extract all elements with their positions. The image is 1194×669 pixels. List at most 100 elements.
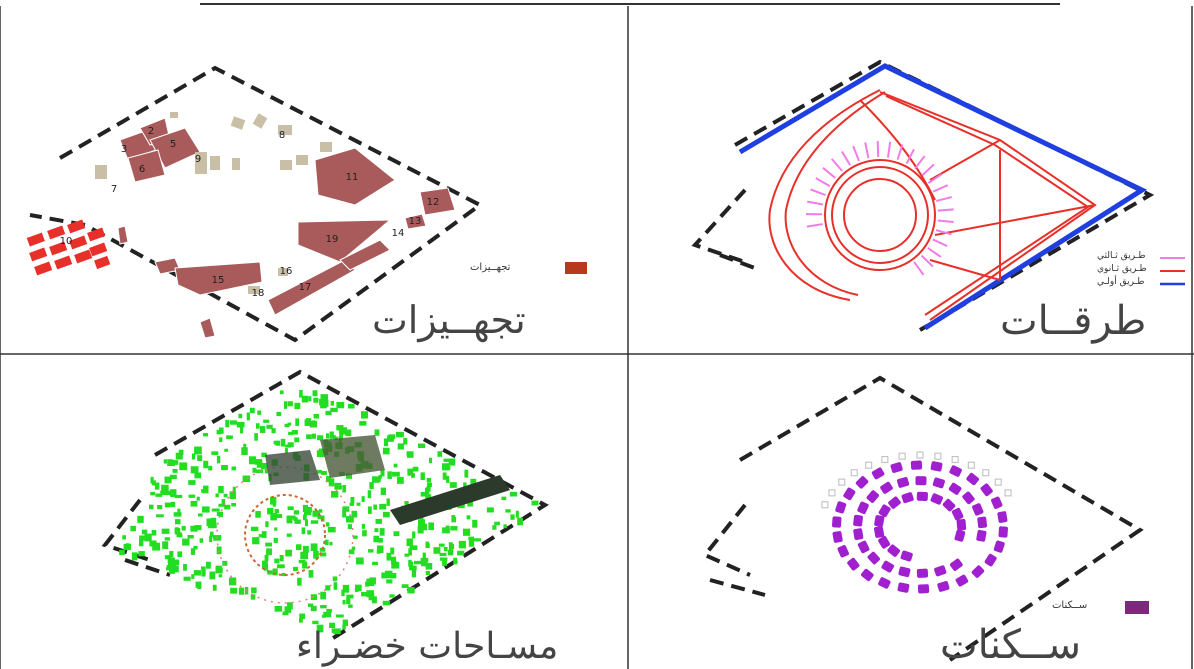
vegetation-patch [342,599,346,605]
vegetation-patch [319,398,324,406]
vegetation-patch [466,515,471,520]
vegetation-patch [447,549,454,556]
vegetation-patch [457,550,465,556]
vegetation-patch [417,526,424,534]
planned-housing-unit [916,451,924,459]
vegetation-patch [224,448,229,452]
vegetation-patch [177,508,181,514]
vegetation-patch [361,523,365,529]
building-number-5: 5 [170,139,176,150]
vegetation-patch [178,532,182,536]
vegetation-patch [378,474,382,479]
vegetation-patch [276,514,283,519]
facilities-small-structures [95,112,332,294]
vegetation-patch [412,531,416,539]
vegetation-patch [419,515,424,523]
housing-unit [949,465,962,477]
vegetation-patch [377,537,383,543]
vegetation-patch [449,482,457,488]
vegetation-patch [312,620,319,625]
vegetation-patch [265,521,269,528]
vegetation-patch [316,469,323,474]
housing-unit [835,501,847,514]
building-number-14: 14 [392,228,405,239]
vegetation-patch [301,527,306,535]
vegetation-patch [238,413,243,419]
building-number-16: 16 [280,266,293,277]
vegetation-patch [346,594,354,599]
vegetation-patch [312,390,318,397]
vegetation-patch [296,544,302,551]
vegetation-patch [137,515,144,523]
vegetation-patch [367,490,372,499]
planned-housing-unit [828,489,836,497]
vegetation-patch [342,619,349,626]
vegetation-patch [205,561,211,569]
vegetation-patch [211,508,220,512]
housing-outline-units [821,451,1012,509]
vegetation-patch [175,452,183,460]
vegetation-patch [141,529,148,535]
building-number-19: 19 [326,234,339,245]
tertiary-road-spokes [805,141,954,276]
vegetation-patch [144,533,152,542]
tertiary-road-segment [815,177,831,187]
vegetation-patch [179,462,188,471]
vegetation-patch [406,451,414,456]
vegetation-patch [273,537,278,543]
vegetation-patch [221,464,228,471]
housing-units [832,460,1008,594]
vegetation-patch [328,478,335,487]
vegetation-patch [224,504,231,510]
vegetation-patch [169,550,174,558]
vegetation-patch [168,459,175,467]
housing-unit [993,540,1005,553]
housing-unit [880,481,893,494]
vegetation-patch [166,564,171,569]
vegetation-patch [279,555,284,562]
vegetation-patch [342,506,350,512]
vegetation-patch [463,482,467,487]
housing-unit [857,501,869,515]
housing-title: ســكنات [940,622,1081,668]
tertiary-road-segment [921,163,935,177]
secondary-roads [768,89,1097,321]
vegetation-patch [274,558,280,564]
vegetation-patch [209,535,213,543]
roads-legend-primary: طـريق أولـي [1097,277,1145,287]
vegetation-patch [386,498,390,506]
building-number-18: 18 [252,288,265,299]
vegetation-patch [450,526,458,531]
vegetation-patch [299,613,306,620]
housing-unit [867,551,880,565]
planned-housing-unit [994,478,1002,486]
vegetation-patch [462,528,471,536]
vegetation-patch [274,508,279,514]
vegetation-patch [190,525,198,532]
tertiary-road-segment [852,145,860,162]
vegetation-patch [171,560,176,568]
vegetation-patch [310,543,318,551]
vegetation-patch [351,510,358,518]
tertiary-road-segment [905,148,915,164]
tertiary-road-segment [822,167,836,179]
vegetation-patch [231,502,236,507]
housing-unit [878,577,891,589]
vegetation-patch [345,429,352,437]
vegetation-patch [152,531,156,535]
vegetation-patch [329,541,333,546]
housing-unit [878,536,891,549]
vegetation-patch [329,431,334,439]
vegetation-patch [418,443,426,449]
vegetation-patch [510,514,515,520]
vegetation-patch [150,476,154,484]
tertiary-road-segment [887,141,892,158]
vegetation-patch [161,484,169,492]
vegetation-patch [356,502,361,506]
vegetation-patch [172,468,178,473]
housing-unit [861,568,874,582]
vegetation-patch [206,518,213,527]
building-number-2: 2 [148,126,154,137]
planned-housing-unit [898,452,906,460]
vegetation-patch [467,501,473,507]
